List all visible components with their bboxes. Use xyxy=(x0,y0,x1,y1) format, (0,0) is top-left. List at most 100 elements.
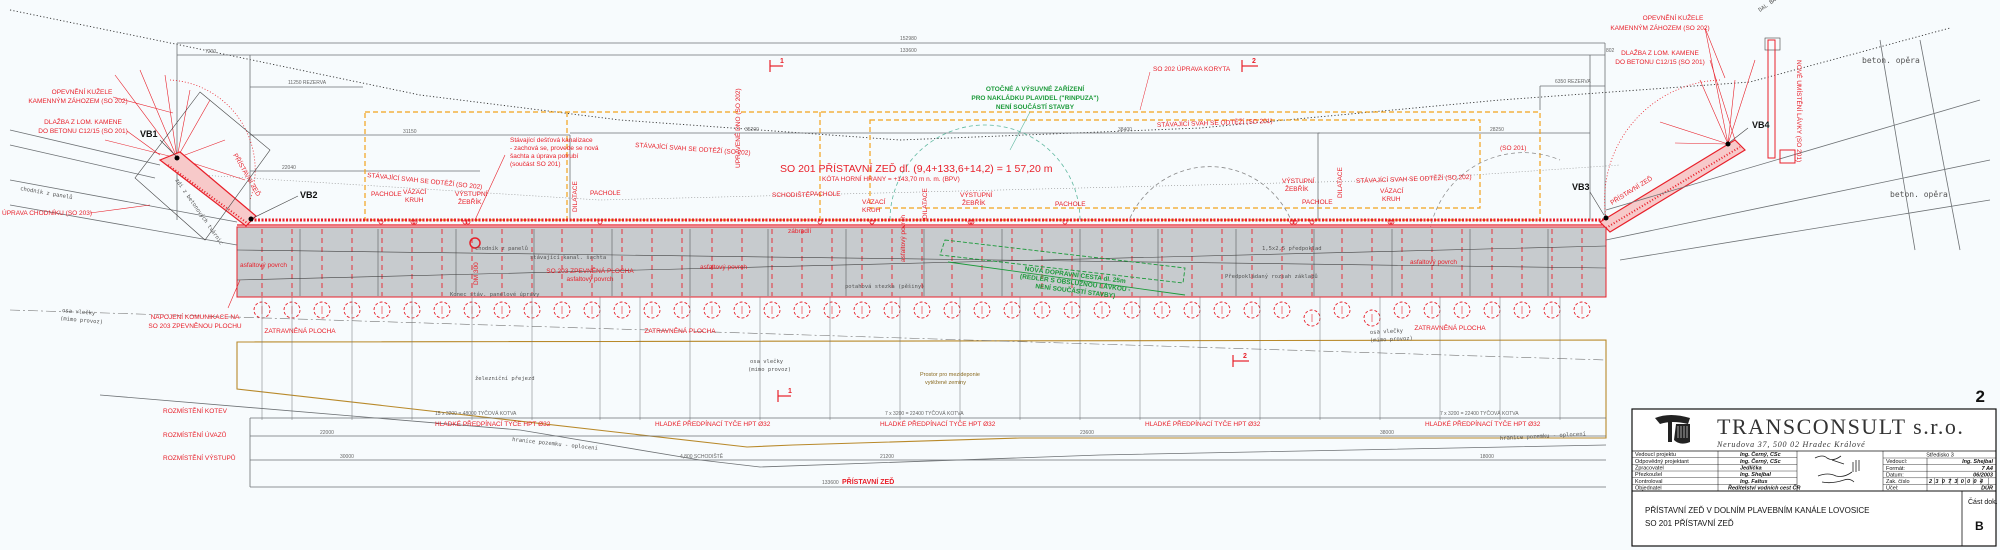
label-crane: PRO NAKLÁDKU PLAVIDEL ("RINPUZA") xyxy=(971,93,1098,102)
mooring-fixture-icon xyxy=(817,219,823,225)
hpt-label: HLADKÉ PŘEDPÍNACÍ TYČE HPT Ø32 xyxy=(1145,419,1261,428)
sheet-number: 2 xyxy=(1976,387,1985,406)
label-ladder: ŽEBŘÍK xyxy=(1285,184,1309,193)
pile-circle xyxy=(433,301,451,319)
tb-row-value: Ředitelství vodních cest ČR xyxy=(1728,484,1800,492)
pile-circle xyxy=(1153,301,1171,319)
label-ladder: VÝSTUPNÍ xyxy=(1282,176,1315,185)
point-vb4: VB4 xyxy=(1752,120,1770,130)
pile-circle xyxy=(1273,301,1291,319)
dim-22000: 22000 xyxy=(320,430,334,436)
label-paving-left: DLAŽBA Z LOM. KAMENE xyxy=(44,117,122,126)
tb-row-label: Přezkoušel xyxy=(1635,472,1662,478)
label-ring: KRUH xyxy=(1382,196,1401,203)
tb-row-label: Objednatel xyxy=(1635,486,1662,492)
dim-28250: 28250 xyxy=(1490,127,1504,133)
dim-38000: 38000 xyxy=(1380,430,1394,436)
label-grass: ZATRAVNĚNÁ PLOCHA xyxy=(644,326,716,335)
label-asphalt: asfaltový povrch xyxy=(567,276,614,283)
label-sidewalk: ÚPRAVA CHODNÍKU (SO 203) xyxy=(2,208,92,217)
label-crane: OTOČNÉ A VÝSUVNÉ ZAŘÍZENÍ xyxy=(986,84,1085,93)
pile-circle xyxy=(1093,301,1111,319)
label-paving-left: DO BETONU C12/15 (SO 201) xyxy=(38,128,127,135)
label-slope: STÁVAJÍCÍ SVAH SE ODTĚŽÍ (SO 202) xyxy=(1356,172,1472,185)
label-cone-right: OPEVNĚNÍ KUŽELE xyxy=(1643,13,1704,22)
company-name: TRANSCONSULT s.r.o. xyxy=(1717,414,1964,439)
pile-circle xyxy=(1393,301,1411,319)
left-wing-wall: zdi z betonových tvárnic chodník z panel… xyxy=(9,69,299,246)
tb-row-value: Ing. Faltus xyxy=(1740,479,1768,485)
label-ladder: ŽEBŘÍK xyxy=(458,197,482,206)
pile-circle xyxy=(1033,301,1051,319)
label-railway: osa vlečky xyxy=(750,358,784,365)
label-foundations: Předpokládaný rozsah základů xyxy=(1225,273,1318,280)
top-dimensions: 152980 133600 7200 11250 REZERVA 22040 3… xyxy=(176,36,1615,220)
dim-18000: 18000 xyxy=(1480,454,1494,460)
tb-right-value: Ing. Shejbal xyxy=(1962,459,1993,465)
label-asphalt: asfaltový povrch xyxy=(240,262,287,269)
dim-30000: 30000 xyxy=(340,454,354,460)
dim-anchor-c: 7 x 3200 = 22400 TYČOVÁ KOTVA xyxy=(1440,410,1519,417)
tb-row-label: Kontroloval xyxy=(1635,479,1663,485)
row-label-anchors: ROZMÍSTĚNÍ KOTEV xyxy=(163,406,228,415)
pile-circle xyxy=(493,301,511,319)
label-paving-right: DO BETONU C12/15 (SO 201) xyxy=(1615,59,1704,66)
hpt-label: HLADKÉ PŘEDPÍNACÍ TYČE HPT Ø32 xyxy=(1425,419,1541,428)
label-dilatation: DILATACE xyxy=(922,188,929,219)
pile-circle xyxy=(1513,301,1531,319)
label-railway: osa vlečky xyxy=(62,307,96,317)
label-drain: Stávající dešťová kanalizace xyxy=(510,137,593,144)
signatures xyxy=(1814,455,1860,484)
label-panels: chodník z panelů xyxy=(475,245,528,252)
dim-reserve-right: 6350 REZERVA xyxy=(1555,79,1591,85)
section-label-2: 2 xyxy=(1252,58,1256,65)
label-so201: (SO 201) xyxy=(1500,145,1526,152)
mooring-fixture-icon xyxy=(1062,219,1068,225)
label-grass: ZATRAVNĚNÁ PLOCHA xyxy=(264,326,336,335)
label-cone-right: KAMENNÝM ZÁHOZEM (SO 202) xyxy=(1610,23,1709,32)
label-dilatation: DILATACE xyxy=(572,181,579,212)
dim-31150: 31150 xyxy=(403,129,417,135)
label-towpath: potahová stezka (pěšiny) xyxy=(845,283,924,290)
label-asphalt: asfaltový povrch xyxy=(1410,259,1457,266)
tb-right-label: Datum: xyxy=(1886,472,1904,478)
dim-stairs: 4,800 SCHODIŠTĚ xyxy=(680,452,724,460)
pile-circle xyxy=(613,301,631,319)
tb-right-value: 7 A4 xyxy=(1982,466,1993,472)
label-railway: (mimo provoz) xyxy=(60,316,103,326)
anchor-verticals xyxy=(261,297,1561,420)
mooring-fixture-icon xyxy=(969,219,975,225)
project-title: PŘÍSTAVNÍ ZEĎ V DOLNÍM PLAVEBNÍM KANÁLE … xyxy=(1645,506,1870,515)
existing-slope-line xyxy=(9,9,1951,141)
point-vb2: VB2 xyxy=(300,190,318,200)
tb-row-value: Jedlička xyxy=(1740,466,1762,472)
paved-area-band xyxy=(236,226,1607,298)
part-value: B xyxy=(1975,519,1984,533)
mooring-fixture-icon xyxy=(1309,219,1315,225)
mooring-fixture-icon xyxy=(1389,219,1395,225)
bottom-dimensions: 22000 30000 4,800 SCHODIŠTĚ 21200 23600 … xyxy=(99,394,1607,488)
label-ring: VÁZACÍ xyxy=(862,197,886,206)
dilatation-labels: DILATACE DILATACE DILATACE xyxy=(572,167,1344,219)
panels-label: chodník z panelů xyxy=(20,185,73,201)
pile-circle xyxy=(313,301,331,319)
label-drain: šachta a úprava potrubí xyxy=(510,153,578,160)
dim-22040: 22040 xyxy=(282,165,296,171)
label-crane: NENÍ SOUČÁSTÍ STAVBY xyxy=(996,102,1075,111)
slope-line-lower xyxy=(199,164,1621,201)
label-river: SO 202 ÚPRAVA KORYTA xyxy=(1153,64,1231,73)
label-railway: (mimo provoz) xyxy=(1370,336,1413,344)
label-crossing: železniční přejezd xyxy=(475,375,535,382)
label-ring: VÁZACÍ xyxy=(1380,186,1404,195)
label-wall-left: PŘÍSTAVNÍ ZEĎ xyxy=(231,152,263,198)
label-bollard: PACHOLE xyxy=(1055,201,1086,208)
mooring-fixture-icon xyxy=(410,219,416,225)
label-ring: VÁZACÍ xyxy=(403,187,427,196)
row-label-ties: ROZMÍSTĚNÍ ÚVAZŮ xyxy=(163,430,227,439)
label-bollard: PACHOLE xyxy=(1302,199,1333,206)
mooring-fixture-icon xyxy=(967,219,973,225)
label-ladder: VÝSTUPNÍ xyxy=(960,190,993,199)
label-bollard: PACHOLE xyxy=(590,190,621,197)
deposit-area xyxy=(236,339,1607,448)
dim-38400: 38400 xyxy=(1118,127,1132,133)
